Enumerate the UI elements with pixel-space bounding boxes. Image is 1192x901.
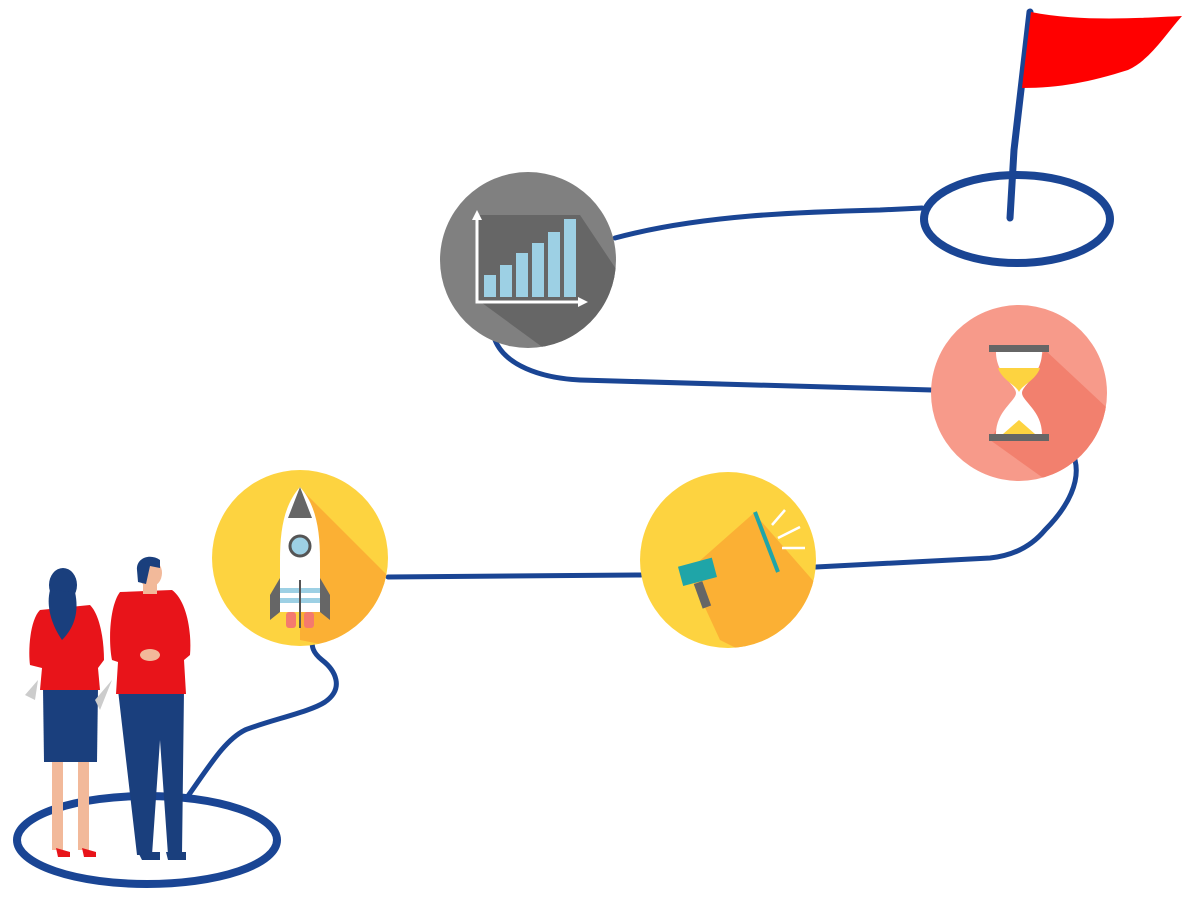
- hourglass-icon: [989, 345, 1049, 441]
- journey-path: [185, 205, 1079, 799]
- megaphone-icon: [677, 509, 805, 609]
- flag-icon: [1006, 8, 1182, 222]
- hourglass-milestone: [931, 305, 1107, 481]
- businesswoman: [25, 568, 104, 857]
- chart-milestone: [440, 172, 616, 348]
- bar-chart-icon: [472, 210, 588, 307]
- megaphone-milestone: [640, 472, 816, 648]
- rocket-milestone: [212, 470, 388, 646]
- rocket-icon: [270, 487, 330, 628]
- goal-ring: [920, 171, 1114, 267]
- businessman: [95, 556, 191, 860]
